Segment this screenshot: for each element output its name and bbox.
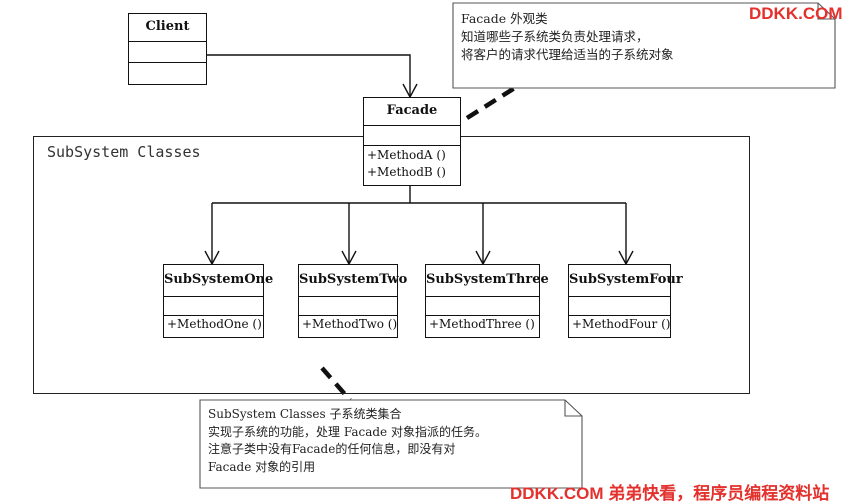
subsystem-two-operation: +MethodTwo () xyxy=(302,317,398,331)
subsystem-four-attributes-compartment xyxy=(569,297,670,316)
subsystem-note-line: 实现子系统的功能，处理 Facade 对象指派的任务。 xyxy=(208,424,487,439)
watermark-top: DDKK.COM xyxy=(749,4,843,23)
subsystem-note-title: SubSystem Classes 子系统类集合 xyxy=(208,407,402,421)
subsystem-classes-label: SubSystem Classes xyxy=(47,143,201,161)
client-to-facade-line xyxy=(207,54,411,97)
facade-note-title: Facade 外观类 xyxy=(461,11,548,26)
subsystem-four-class-name: SubSystemFour xyxy=(569,265,683,297)
client-attributes-compartment xyxy=(129,42,206,63)
subsystem-four-class-box[interactable]: SubSystemFour +MethodFour () xyxy=(568,264,683,338)
subsystem-two-attributes-compartment xyxy=(299,297,397,316)
subsystem-one-attributes-compartment xyxy=(164,297,263,316)
subsystem-note-line: Facade 对象的引用 xyxy=(208,459,316,474)
subsystem-four-operation: +MethodFour () xyxy=(572,317,671,331)
facade-operations-compartment: +MethodA () +MethodB () xyxy=(364,146,460,181)
subsystem-one-class-box[interactable]: SubSystemOne +MethodOne () xyxy=(163,264,273,338)
subsystem-three-attributes-compartment xyxy=(426,297,539,316)
subsystem-two-class-box[interactable]: SubSystemTwo +MethodTwo () xyxy=(298,264,407,338)
facade-note: Facade 外观类 知道哪些子系统类负责处理请求， 将客户的请求代理给适当的子… xyxy=(461,10,674,64)
subsystem-three-operation: +MethodThree () xyxy=(429,317,535,331)
client-class-box[interactable]: Client xyxy=(128,13,207,85)
subsystem-two-class-name: SubSystemTwo xyxy=(299,265,407,297)
facade-attributes-compartment xyxy=(364,126,460,146)
facade-note-fold xyxy=(817,3,835,20)
subsystem-three-class-name: SubSystemThree xyxy=(426,265,549,297)
client-class-name: Client xyxy=(129,14,206,42)
subsystem-note-anchor xyxy=(320,366,352,402)
watermark-bottom: DDKK.COM 弟弟快看，程序员编程资料站 xyxy=(510,484,830,503)
facade-class-box[interactable]: Facade +MethodA () +MethodB () xyxy=(363,97,461,186)
subsystem-note-frame xyxy=(199,399,583,489)
facade-operation: +MethodA () xyxy=(367,148,446,162)
client-operations-compartment xyxy=(129,63,206,82)
facade-note-line: 将客户的请求代理给适当的子系统对象 xyxy=(461,47,674,62)
subsystem-one-class-name: SubSystemOne xyxy=(164,265,273,297)
subsystem-note-line: 注意子类中没有Facade的任何信息，即没有对 xyxy=(208,442,456,456)
facade-note-frame xyxy=(452,2,836,89)
subsystem-note-fold xyxy=(564,400,582,417)
subsystem-note: SubSystem Classes 子系统类集合 实现子系统的功能，处理 Fac… xyxy=(208,406,487,476)
facade-operation: +MethodB () xyxy=(367,165,446,179)
subsystem-one-operation: +MethodOne () xyxy=(167,317,262,331)
subsystem-three-class-box[interactable]: SubSystemThree +MethodThree () xyxy=(425,264,549,338)
facade-note-line: 知道哪些子系统类负责处理请求， xyxy=(461,29,649,44)
facade-class-name: Facade xyxy=(364,98,460,126)
